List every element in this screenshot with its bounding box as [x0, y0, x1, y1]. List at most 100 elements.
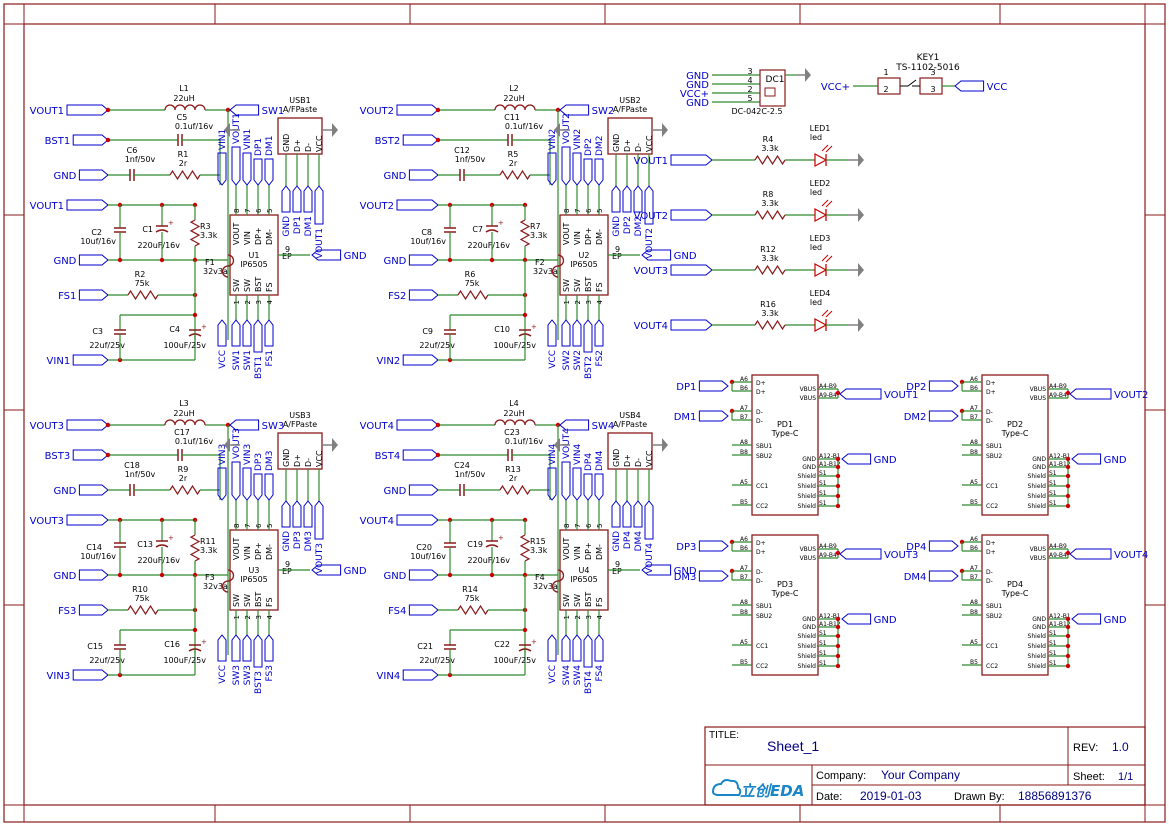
net-label-gnd: GND [1071, 453, 1127, 466]
title-block: TITLE: Sheet_1 REV: 1.0 Company: Your Co… [704, 726, 1146, 806]
usb-body [607, 432, 653, 470]
resistor-zigzag [457, 289, 489, 301]
net-label-gnd: GND [53, 254, 109, 267]
net-flag-text: FS2 [388, 291, 406, 302]
pin-number: 1 [883, 68, 888, 77]
net-flag-shape [622, 500, 632, 528]
net-flag-shape [231, 461, 241, 501]
net-flag-shape [292, 500, 302, 528]
capacitor-icon: + [518, 638, 537, 652]
pin-name: Shield [1028, 493, 1047, 500]
pin-name: D- [756, 409, 763, 416]
pin-number: B6 [970, 545, 978, 552]
cap-ref: C7 [472, 225, 483, 234]
resistor-zigzag [519, 534, 531, 562]
ic-ref: U3 [249, 566, 260, 575]
resistor-icon [127, 604, 159, 616]
net-flag-shape [231, 146, 241, 186]
net-flag-text: GND [612, 531, 622, 552]
net-flag-text: GND [282, 531, 292, 552]
usb-ref: USB2 [619, 96, 641, 105]
ground-bar [858, 263, 864, 277]
resistor-zigzag [189, 219, 201, 247]
junction-dot [117, 572, 123, 578]
pin-name: SBU2 [756, 453, 772, 460]
net-flag-shape [78, 289, 109, 301]
net-flag-text: VOUT2 [562, 113, 572, 144]
resistor-value: 3.3k [761, 199, 779, 208]
pin-number: B7 [740, 414, 748, 421]
net-flag-shape [408, 289, 439, 301]
net-flag-shape [396, 514, 439, 526]
pin-name: D- [756, 418, 763, 425]
junction-dot [1065, 456, 1071, 462]
net-label-vertical: DM2 [594, 136, 605, 186]
polarity-mark: + [531, 638, 537, 646]
net-flag-shape [231, 634, 241, 662]
inductor-ref: L1 [179, 84, 189, 93]
ic-type: IP6505 [240, 575, 268, 584]
capacitor-icon: + [518, 323, 537, 337]
cap-ref: C24 [454, 461, 470, 470]
pin-name: EP [282, 567, 292, 576]
led-value: led [810, 133, 822, 142]
net-label-vertical: DP1 [292, 185, 303, 234]
net-flag-shape [583, 473, 593, 501]
resistor-zigzag [754, 154, 786, 166]
resistor-value: 3.3k [200, 546, 218, 555]
cap-ref: C1 [142, 225, 153, 234]
usb-ref: USB3 [289, 411, 311, 420]
pin-number: 1 [233, 300, 241, 304]
net-label-text: VCC+ [680, 89, 709, 100]
pin-name: BST [584, 277, 593, 292]
net-flag-shape [561, 461, 571, 501]
pin-number: 3 [747, 67, 752, 76]
junction-dot [835, 390, 841, 396]
net-flag-text: VIN3 [47, 671, 71, 682]
capacitor-icon: + [155, 534, 174, 548]
net-label-text: VCC+ [821, 82, 850, 93]
inductor-icon [494, 104, 536, 111]
net-flag-text: SW1 [243, 350, 253, 370]
resistor-icon [754, 264, 786, 276]
net-label-vertical: VIN2 [572, 129, 583, 186]
pin-name: VIN [573, 231, 582, 245]
pin-number: 1 [233, 615, 241, 619]
net-flag-shape [72, 669, 109, 681]
pin-number: A6 [740, 376, 748, 383]
pin-name: VBUS [1030, 395, 1047, 402]
pin-name: VCC [315, 450, 324, 467]
pin-number: 3 [930, 85, 935, 94]
outer-border [3, 3, 1166, 823]
cap-value: 1nf/50v [455, 470, 486, 479]
pin-name: Shield [798, 503, 817, 510]
net-flag-shape [841, 613, 872, 625]
net-label-vout: VOUT2 [360, 199, 439, 212]
cap-ref: C8 [421, 228, 432, 237]
net-flag-text: VIN1 [47, 356, 71, 367]
pin-number: 7 [244, 524, 252, 528]
pin-name: DM- [265, 229, 274, 245]
net-flag-text: DP4 [623, 531, 633, 549]
pin-name: GND [1032, 456, 1046, 463]
pin-number: A4-B9 [819, 543, 837, 550]
ground-bar [858, 318, 864, 332]
net-flag-shape [611, 185, 621, 213]
net-flag-text: VOUT4 [360, 516, 394, 527]
led-ref: LED3 [810, 234, 831, 243]
converter-channel: VOUT4BST4GNDVOUT4GNDFS4VIN4L422uHSW4C230… [360, 399, 697, 694]
typec-type: Type-C [771, 589, 799, 598]
pin-number: 1 [563, 615, 571, 619]
ic-type: IP6505 [570, 575, 598, 584]
resistor-ref: R14 [462, 585, 478, 594]
net-flag-shape [229, 419, 260, 431]
net-flag-shape [281, 185, 291, 213]
capacitor-icon: + [485, 219, 504, 233]
pin-name: DM- [595, 544, 604, 560]
net-label-vertical: SW1 [242, 319, 253, 370]
net-flag-text: DM2 [595, 136, 605, 156]
net-flag-text: DP3 [254, 453, 264, 471]
inductor-ref: L3 [179, 399, 189, 408]
usb-ref: USB4 [619, 411, 641, 420]
